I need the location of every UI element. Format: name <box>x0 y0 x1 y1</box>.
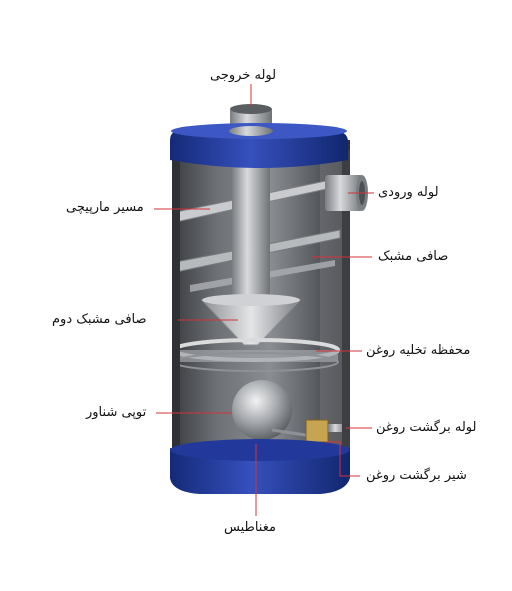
label-oil-return-valve: شیر برگشت روغن <box>366 468 467 483</box>
second-mesh-filter-shape <box>200 294 302 346</box>
label-magnet: مغناطیس <box>224 520 276 535</box>
label-outlet-pipe: لوله خروجی <box>210 68 277 83</box>
leader-oil-return-valve <box>326 441 360 477</box>
bottom-cap <box>170 439 350 494</box>
top-cap <box>170 123 348 168</box>
label-float-ball: توپی شناور <box>86 405 147 420</box>
label-oil-return-pipe: لوله برگشت روغن <box>376 420 477 435</box>
label-mesh-filter: صافی مشبک <box>378 249 449 264</box>
leader-lines <box>154 84 374 516</box>
shell-edges <box>172 150 350 460</box>
label-oil-drain-chamber: محفظه تخلیه روغن <box>366 343 471 358</box>
label-inlet-pipe: لوله ورودی <box>378 185 439 200</box>
label-second-mesh-filter: صافی مشبک دوم <box>52 312 147 327</box>
float-ball-shape <box>232 380 313 440</box>
label-spiral-path: مسیر مارپیچی <box>66 200 144 215</box>
